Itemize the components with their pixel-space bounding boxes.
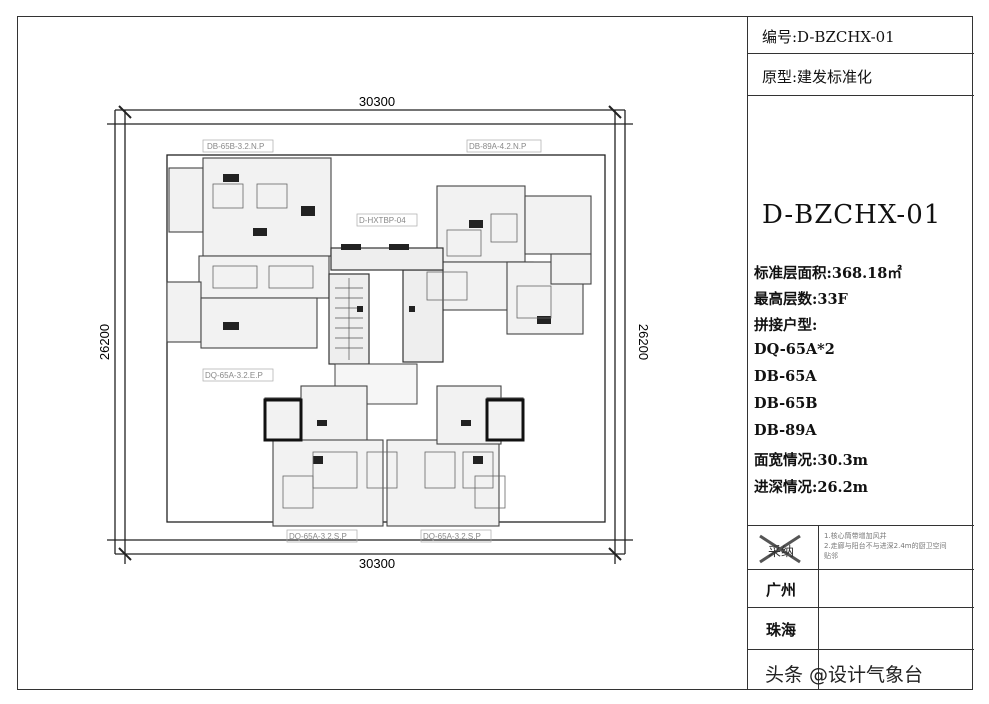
spec-width: 面宽情况:30.3m <box>754 452 869 469</box>
spec-unit-1: DQ-65A*2 <box>754 341 835 358</box>
city-row-2: 珠海 <box>748 608 974 650</box>
city-row-1: 广州 <box>748 570 974 608</box>
city-row-3 <box>748 650 974 690</box>
plan-code: D-BZCHX-01 <box>762 200 942 230</box>
notes-divider <box>818 526 819 570</box>
city-divider-2 <box>818 608 819 650</box>
note-2: 2.走廊与阳台不与进深2.4m的厨卫空间 <box>824 542 947 550</box>
city-zhuhai: 珠海 <box>766 621 797 639</box>
city-divider-1 <box>818 570 819 608</box>
spec-unit-3: DB-65B <box>754 395 818 412</box>
note-3: 贴邻 <box>824 552 838 560</box>
drawing-number: 编号:D-BZCHX-01 <box>762 28 895 46</box>
unit-label-4: DQ-65A-3.2.E.P <box>205 371 263 380</box>
prototype-row: 原型:建发标准化 <box>748 54 974 96</box>
stamp-icon: 采纳 <box>759 534 801 564</box>
unit-label-2: DB-89A-4.2.N.P <box>469 142 526 151</box>
unit-label-6: DQ-65A-3.2.S.P <box>423 532 481 541</box>
dim-bottom: 30300 <box>359 556 395 571</box>
unit-label-3: D-HXTBP-04 <box>359 216 406 225</box>
stamp-text: 采纳 <box>768 545 794 560</box>
spec-combination-title: 拼接户型: <box>754 317 818 334</box>
spec-unit-4: DB-89A <box>754 422 817 439</box>
spec-floors: 最高层数:33F <box>754 291 848 308</box>
city-divider-3 <box>818 650 819 690</box>
spec-area: 标准层面积:368.18㎡ <box>754 265 902 282</box>
prototype-label: 原型:建发标准化 <box>762 68 873 86</box>
spec-unit-2: DB-65A <box>754 368 817 385</box>
note-1: 1.核心筒带增加风井 <box>824 532 887 540</box>
dim-left: 26200 <box>97 324 112 360</box>
watermark: 头条 @设计气象台 <box>765 664 924 686</box>
city-guangzhou: 广州 <box>766 581 797 599</box>
dim-right: 26200 <box>636 324 651 360</box>
title-block: 编号:D-BZCHX-01 原型:建发标准化 D-BZCHX-01 标准层面积:… <box>747 16 974 690</box>
floor-plan-drawing: 30300 30300 26200 26200 <box>97 94 651 571</box>
dim-top: 30300 <box>359 94 395 109</box>
drawing-frame <box>17 16 973 690</box>
spec-section: D-BZCHX-01 标准层面积:368.18㎡ 最高层数:33F 拼接户型: … <box>748 96 974 526</box>
notes-row: 采纳 1.核心筒带增加风井 2.走廊与阳台不与进深2.4m的厨卫空间 贴邻 <box>748 526 974 570</box>
number-row: 编号:D-BZCHX-01 <box>748 16 974 54</box>
unit-label-1: DB-65B-3.2.N.P <box>207 142 264 151</box>
unit-label-5: DQ-65A-3.2.S.P <box>289 532 347 541</box>
spec-depth: 进深情况:26.2m <box>754 479 869 496</box>
